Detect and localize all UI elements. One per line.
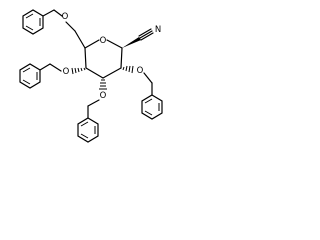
bond-ch2-o6	[53, 9, 63, 17]
pyranose-ring: O	[84, 36, 123, 79]
bond-ch2-ring2	[39, 63, 51, 71]
bond-c6-c5	[74, 30, 86, 49]
molecule-drawing: O O N O O	[19, 9, 163, 143]
hash-bond-c3-o3	[99, 79, 107, 90]
bond-ring1-ch2	[42, 9, 55, 17]
bond-o6-c6	[65, 21, 76, 32]
bond-c3-c4	[85, 67, 104, 79]
benzyl-ring-right	[141, 94, 163, 120]
bond-o3-ch2	[87, 99, 100, 107]
atom-nitrile-nitrogen: N	[155, 25, 161, 35]
bond-c5-o5	[84, 39, 100, 49]
atom-o4: O	[63, 67, 70, 77]
bond-nitrile-triple-b	[140, 32, 154, 41]
bond-o4-ch2	[49, 63, 62, 72]
atom-o6: O	[62, 12, 69, 22]
bond-c4-c5	[84, 47, 87, 69]
bond-o2-ch2	[143, 72, 153, 84]
atom-ring-oxygen: O	[100, 36, 107, 46]
benzyl-ring-bottom	[77, 117, 99, 143]
bond-o5-c1	[106, 39, 123, 49]
atom-o3: O	[100, 91, 107, 101]
benzyl-ring-left	[19, 63, 41, 89]
bond-nitrile-triple-a	[138, 28, 152, 37]
benzyl-ring-top-left	[22, 9, 44, 35]
bond-c1-c2	[120, 47, 123, 69]
bond-c2-c3	[102, 67, 122, 79]
bond-nitrile-c	[139, 30, 153, 39]
hash-bond-c2-o2	[122, 65, 134, 74]
atom-o2: O	[137, 66, 144, 76]
wedge-c1-cn	[122, 37, 141, 48]
structure-diagram: O O N O O	[0, 0, 191, 163]
hash-bond-c4-o4	[71, 67, 86, 75]
